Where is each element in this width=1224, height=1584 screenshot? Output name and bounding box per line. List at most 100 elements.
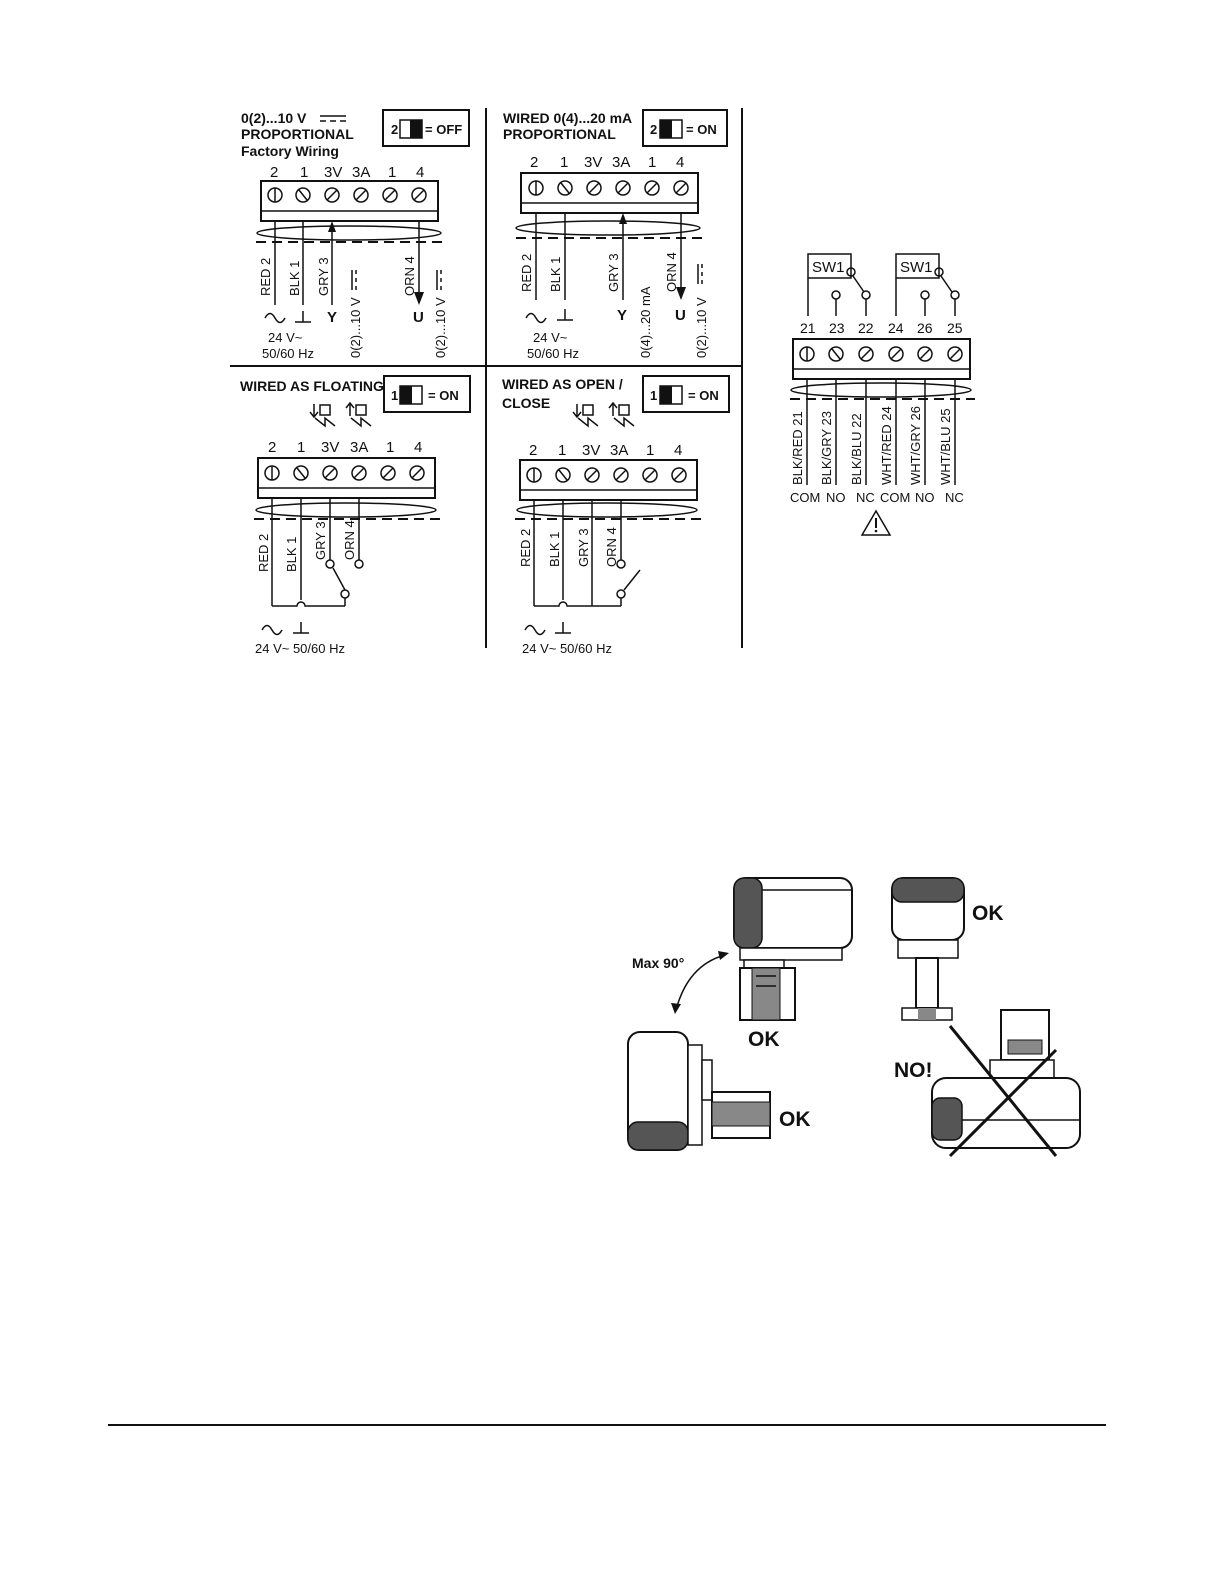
dip-switch: 2 = OFF: [382, 109, 470, 147]
terminal-label: 1: [297, 439, 305, 456]
wire-label: GRY 3: [606, 253, 621, 292]
panel-proportional-voltage: 0(2)...10 V PROPORTIONAL Factory Wiring …: [241, 109, 470, 361]
contact-label: NC: [856, 490, 875, 505]
wire-label: BLK/RED 21: [790, 411, 805, 485]
panel-title: 0(2)...10 V: [241, 110, 307, 126]
contact-labels: COM NO NC COM NO NC: [790, 490, 964, 505]
wire-labels: BLK/RED 21 BLK/GRY 23 BLK/BLU 22 WHT/RED…: [790, 406, 953, 485]
ground-icon: [555, 622, 571, 634]
supply-frequency: 50/60 Hz: [262, 346, 314, 361]
terminal-numbers: 2 1 3V 3A 1 4: [529, 442, 682, 459]
valve-close-icon: [309, 404, 336, 428]
actuator-horizontal: [627, 1031, 771, 1151]
dc-symbol: [320, 115, 346, 122]
supply-voltage: 24 V~: [533, 330, 568, 345]
dip-switch: 1 = ON: [383, 375, 471, 413]
supply-frequency: 50/60 Hz: [527, 346, 579, 361]
cable-bundle: [255, 502, 437, 518]
terminal-label: 4: [676, 154, 684, 171]
not-allowed-label: NO!: [894, 1059, 933, 1082]
wire-label: WHT/RED 24: [879, 406, 894, 485]
panel-title: WIRED 0(4)...20 mA: [503, 110, 632, 126]
ok-label: OK: [779, 1108, 811, 1131]
signal-u: U: [675, 307, 686, 324]
wire-label: BLK/BLU 22: [849, 413, 864, 485]
terminal-label: 3A: [612, 154, 630, 171]
valve-open-icon: [345, 401, 372, 428]
switch-number: 1: [650, 388, 657, 403]
switch-state: = ON: [686, 122, 717, 137]
ground-icon: [293, 622, 309, 634]
wire-labels: RED 2 BLK 1 GRY 3 0(2)...10 V ORN 4 0(2)…: [258, 256, 448, 358]
max-angle-label: Max 90°: [632, 955, 684, 971]
switch-sw1-b: [895, 253, 960, 316]
terminal-block: [520, 172, 699, 214]
contact-label: NO: [826, 490, 846, 505]
ok-label: OK: [748, 1028, 780, 1051]
terminal-label: 2: [529, 442, 537, 459]
panel-subtitle: PROPORTIONAL: [503, 126, 616, 142]
terminal-label: 2: [270, 164, 278, 181]
valve-close-icon: [572, 404, 599, 428]
supply-voltage: 24 V~: [268, 330, 303, 345]
wire-labels: RED 2 BLK 1 GRY 3 0(4)...20 mA ORN 4 0(2…: [519, 252, 709, 358]
signal-y: Y: [327, 309, 337, 326]
panel-note: Factory Wiring: [241, 143, 339, 159]
terminal-label: 3A: [350, 439, 368, 456]
terminal-label: 1: [646, 442, 654, 459]
wire-label: GRY 3: [316, 257, 331, 296]
switch-number: 1: [391, 388, 398, 403]
actuator-front: [891, 877, 965, 1021]
dc-symbol: [351, 270, 442, 290]
terminal-label: 21: [800, 320, 816, 336]
terminal-block: [260, 180, 439, 222]
terminal-numbers: 2 1 3V 3A 1 4: [530, 154, 684, 171]
switch-state: = ON: [428, 388, 459, 403]
terminal-label: 3V: [321, 439, 339, 456]
terminal-label: 3V: [324, 164, 342, 181]
supply-rating: 24 V~ 50/60 Hz: [255, 641, 345, 656]
dip-switch: 1 = ON: [642, 375, 730, 413]
switch-label: SW1: [900, 259, 933, 276]
terminal-label: 1: [388, 164, 396, 181]
cross-icon: [948, 1025, 1058, 1158]
wire-label: BLK 1: [547, 532, 562, 567]
terminal-label: 1: [558, 442, 566, 459]
terminal-label: 4: [414, 439, 422, 456]
wire-label: RED 2: [256, 534, 271, 572]
switch-number: 2: [391, 122, 398, 137]
switch-label: SW1: [812, 259, 845, 276]
wire-label: RED 2: [519, 254, 534, 292]
ac-tilde-icon: [525, 312, 547, 324]
terminal-numbers: 21 23 22 24 26 25: [800, 320, 963, 336]
ground-icon: [557, 309, 573, 321]
terminal-label: 1: [648, 154, 656, 171]
wire-label: BLK 1: [548, 257, 563, 292]
terminal-label: 1: [386, 439, 394, 456]
cable-bundle: [790, 382, 972, 398]
terminal-block: [519, 459, 698, 501]
valve-open-icon: [608, 401, 635, 428]
terminal-label: 3V: [584, 154, 602, 171]
terminal-block: [257, 457, 436, 499]
ac-tilde-icon: [261, 624, 283, 636]
panel-floating: WIRED AS FLOATING 1 = ON 2 1 3V 3A 1 4: [240, 375, 471, 656]
wire-label: BLK 1: [284, 537, 299, 572]
actuator-inverted: [931, 1009, 1081, 1149]
cable-bundle: [256, 225, 442, 241]
terminal-label: 4: [674, 442, 682, 459]
cable-bundle: [516, 502, 698, 518]
terminal-label: 1: [560, 154, 568, 171]
ground-icon: [295, 311, 311, 323]
wires: [274, 221, 424, 305]
cable-bundle: [515, 220, 701, 236]
dc-symbol: [697, 264, 703, 284]
contact-label: NO: [915, 490, 935, 505]
panel-auxiliary-switches: SW1 SW1 21 23 22 24 26 25: [790, 253, 975, 536]
switch-state: = OFF: [425, 122, 462, 137]
rotation-arrow-icon: [671, 951, 729, 1014]
wires: [806, 379, 956, 485]
panel-title: WIRED AS OPEN /: [502, 376, 623, 392]
wire-label: RED 2: [518, 529, 533, 567]
